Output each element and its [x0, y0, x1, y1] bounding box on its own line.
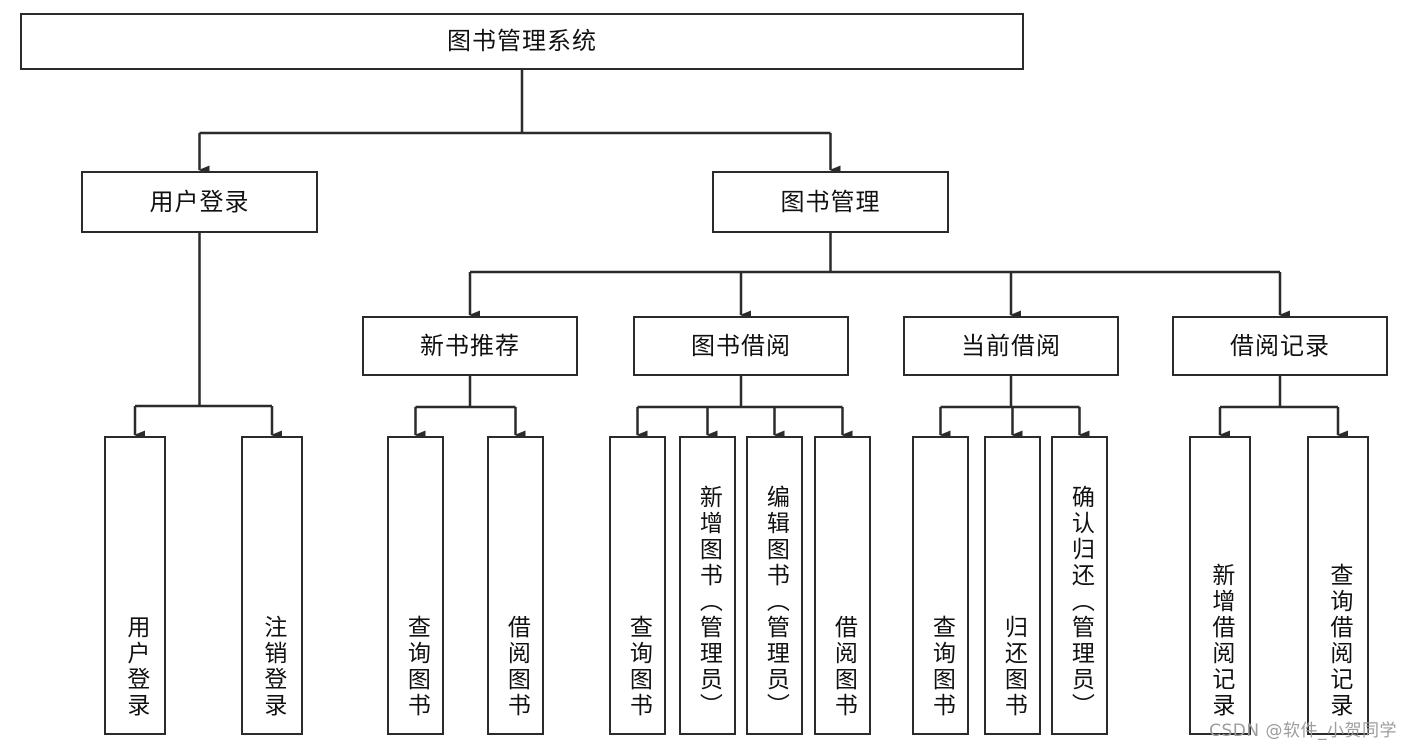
node-label: 用户登录	[122, 615, 149, 719]
node-b3[interactable]: 编辑图书（管理员）	[746, 436, 803, 735]
node-records[interactable]: 借阅记录	[1172, 316, 1388, 376]
node-label: 图书管理	[780, 187, 881, 216]
node-r2[interactable]: 查询借阅记录	[1307, 436, 1369, 735]
node-c3[interactable]: 确认归还（管理员）	[1051, 436, 1108, 735]
node-label: 新增借阅记录	[1207, 563, 1234, 719]
csdn-watermark: CSDN @软件_小贺同学	[1209, 721, 1397, 741]
node-n1[interactable]: 查询图书	[387, 436, 444, 735]
node-l1[interactable]: 用户登录	[104, 436, 166, 735]
node-label: 查询图书	[928, 615, 955, 719]
node-root[interactable]: 图书管理系统	[20, 13, 1024, 70]
node-label: 归还图书	[1000, 615, 1027, 719]
node-borrow[interactable]: 图书借阅	[633, 316, 849, 376]
node-newbook[interactable]: 新书推荐	[362, 316, 578, 376]
node-n2[interactable]: 借阅图书	[487, 436, 544, 735]
node-c1[interactable]: 查询图书	[912, 436, 969, 735]
node-label: 查询借阅记录	[1325, 563, 1352, 719]
node-label: 借阅记录	[1230, 331, 1330, 360]
node-label: 图书借阅	[691, 331, 791, 360]
node-c2[interactable]: 归还图书	[984, 436, 1041, 735]
node-b2[interactable]: 新增图书（管理员）	[679, 436, 736, 735]
node-label: 当前借阅	[961, 331, 1061, 360]
node-bookmgmt[interactable]: 图书管理	[712, 171, 949, 233]
node-label: 编辑图书（管理员）	[762, 485, 789, 719]
node-b1[interactable]: 查询图书	[609, 436, 666, 735]
node-label: 查询图书	[625, 615, 652, 719]
node-label: 新增图书（管理员）	[695, 485, 722, 719]
node-label: 借阅图书	[830, 615, 857, 719]
node-label: 查询图书	[403, 615, 430, 719]
node-l2[interactable]: 注销登录	[241, 436, 303, 735]
node-r1[interactable]: 新增借阅记录	[1189, 436, 1251, 735]
node-label: 新书推荐	[420, 331, 520, 360]
node-label: 用户登录	[149, 187, 250, 216]
node-b4[interactable]: 借阅图书	[814, 436, 871, 735]
node-login[interactable]: 用户登录	[81, 171, 318, 233]
node-current[interactable]: 当前借阅	[903, 316, 1119, 376]
node-label: 注销登录	[259, 615, 286, 719]
node-label: 确认归还（管理员）	[1067, 485, 1094, 719]
node-label: 图书管理系统	[447, 27, 597, 56]
node-label: 借阅图书	[503, 615, 530, 719]
edges	[133, 70, 1348, 440]
